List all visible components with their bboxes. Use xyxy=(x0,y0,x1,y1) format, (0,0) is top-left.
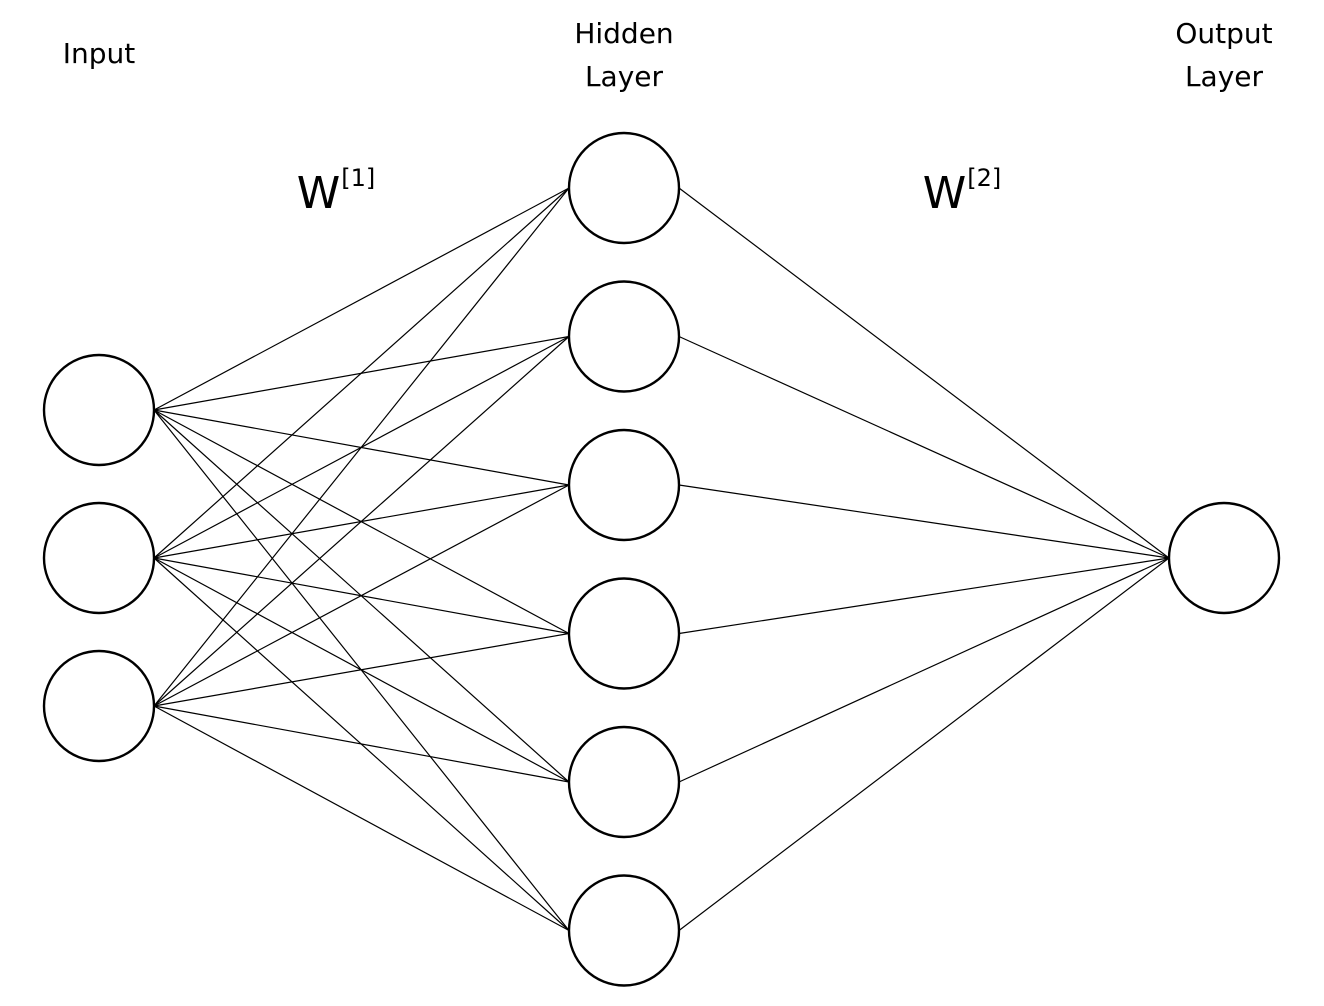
input-label-text: Input xyxy=(62,37,136,70)
w2-superscript: [2] xyxy=(967,164,1002,192)
w1-base: W xyxy=(296,168,341,219)
edge-hidden-5-to-output-1 xyxy=(678,557,1170,783)
hidden-node-1 xyxy=(567,131,681,245)
hidden-layer-label: Hidden Layer xyxy=(574,12,673,99)
input-node-3 xyxy=(42,649,156,763)
edge-hidden-2-to-output-1 xyxy=(678,335,1170,559)
edge-input-1-to-hidden-1 xyxy=(153,187,570,411)
edge-hidden-6-to-output-1 xyxy=(678,557,1170,931)
edge-input-2-to-hidden-1 xyxy=(153,187,570,559)
edge-input-3-to-hidden-3 xyxy=(153,484,570,707)
output-label-line2: Layer xyxy=(1184,60,1264,94)
edge-hidden-3-to-output-1 xyxy=(678,484,1170,559)
edge-hidden-4-to-output-1 xyxy=(678,557,1170,635)
weight-label-w2: W[2] xyxy=(922,164,1002,219)
edge-hidden-1-to-output-1 xyxy=(678,187,1170,559)
hidden-node-6 xyxy=(567,874,681,987)
edge-input-3-to-hidden-1 xyxy=(153,187,570,707)
connections xyxy=(153,187,1170,932)
hidden-label-line2: Layer xyxy=(584,60,664,94)
w1-superscript: [1] xyxy=(341,164,376,192)
input-layer-label: Input xyxy=(63,32,136,75)
edge-input-3-to-hidden-6 xyxy=(153,705,570,932)
input-node-2 xyxy=(42,501,156,615)
neurons xyxy=(42,131,1281,987)
edge-input-3-to-hidden-5 xyxy=(153,705,570,783)
edge-input-3-to-hidden-2 xyxy=(153,336,570,707)
hidden-node-3 xyxy=(567,428,681,542)
hidden-node-4 xyxy=(567,577,681,690)
weight-label-w1: W[1] xyxy=(296,164,376,219)
output-node-1 xyxy=(1167,501,1281,615)
output-label-line1: Output xyxy=(1175,17,1273,50)
edge-input-3-to-hidden-4 xyxy=(153,632,570,707)
input-node-1 xyxy=(42,353,156,467)
hidden-label-line1: Hidden xyxy=(574,17,674,50)
hidden-node-2 xyxy=(567,280,681,393)
w2-base: W xyxy=(922,168,967,219)
hidden-node-5 xyxy=(567,725,681,839)
output-layer-label: Output Layer xyxy=(1175,12,1272,99)
